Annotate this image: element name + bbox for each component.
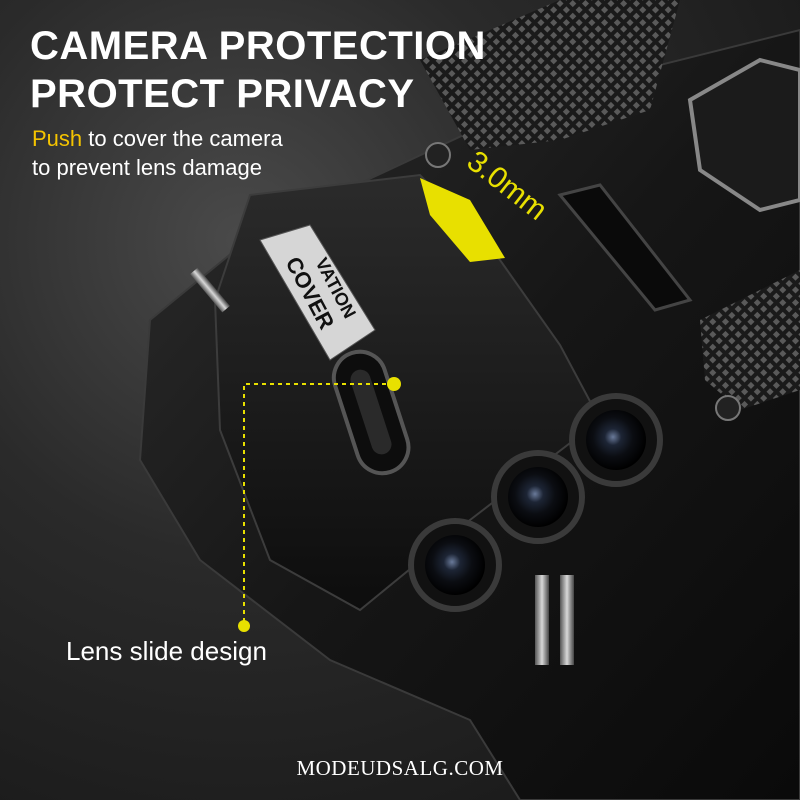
grip-texture-top — [420, 0, 680, 150]
thickness-marker — [420, 178, 505, 262]
metal-bar-bottom-2 — [560, 575, 574, 665]
headline-line-1: CAMERA PROTECTION — [30, 24, 486, 68]
push-highlight: Push — [32, 126, 83, 151]
feature-description: Push to cover the camera to prevent lens… — [32, 124, 283, 182]
subtext-line-1: Push to cover the camera — [32, 124, 283, 153]
case-slot — [557, 183, 693, 312]
metal-bar-left — [190, 267, 230, 313]
feature-caption: Lens slide design — [66, 636, 267, 666]
callout-end-dot — [238, 620, 250, 632]
screw-top — [425, 142, 451, 168]
slider-knob-icon[interactable] — [327, 345, 415, 480]
lens-icon — [408, 393, 663, 612]
grip-texture-right — [700, 270, 800, 410]
subtext-line-1-rest: to cover the camera — [82, 126, 283, 151]
callout-dot-icon — [387, 377, 401, 391]
headline: CAMERA PROTECTION PROTECT PRIVACY — [30, 22, 486, 118]
metal-bar-bottom — [535, 575, 549, 665]
callout-line — [243, 383, 394, 624]
screw-right — [715, 395, 741, 421]
watermark: MODEUDSALG.COM — [296, 756, 504, 780]
ring-holder — [687, 57, 800, 213]
subtext-line-2: to prevent lens damage — [32, 155, 262, 180]
slider-print-panel — [259, 224, 376, 361]
headline-line-2: PROTECT PRIVACY — [30, 72, 415, 116]
